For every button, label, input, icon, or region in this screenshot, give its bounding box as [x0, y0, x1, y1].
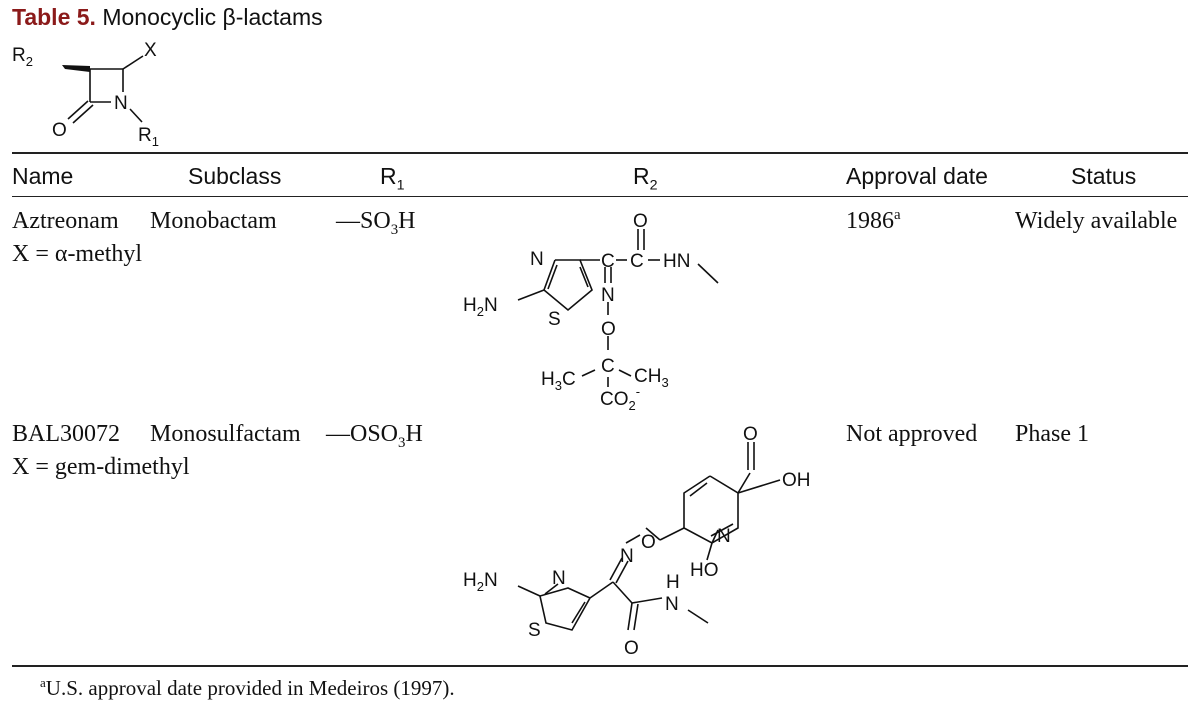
amino-bond — [517, 289, 545, 301]
row-bal30072-r1: —OSO3H — [326, 421, 423, 451]
o-label: O — [52, 120, 67, 141]
table-top-rule — [12, 152, 1188, 154]
ho-label: HO — [690, 560, 719, 581]
table-caption: Table 5. Monocyclic β-lactams — [12, 4, 323, 31]
row-bal30072-x-def: X = gem-dimethyl — [12, 454, 190, 480]
carbonyl-o-label: O — [633, 211, 648, 232]
n-methyl-bond — [687, 609, 709, 624]
row-aztreonam-status: Widely available — [1015, 208, 1178, 234]
methyl-bond — [581, 369, 596, 377]
c-label: C — [601, 251, 615, 272]
amide-n-label: N — [665, 594, 679, 615]
ring-n-bond — [711, 529, 719, 544]
amide-co-bond — [627, 602, 633, 631]
oxime-double-bond — [609, 557, 623, 581]
ch2-o-bond — [645, 527, 661, 541]
carbonyl-bond — [72, 104, 94, 124]
caption-label: Table 5. — [12, 4, 96, 30]
oxime-n-label: N — [601, 285, 615, 306]
table-footnote: aU.S. approval date provided in Medeiros… — [40, 675, 455, 700]
co2-label: CO2- — [600, 384, 640, 413]
hn-label: HN — [663, 251, 690, 272]
oxime-n-label: N — [620, 546, 634, 567]
c2-label: C — [630, 251, 644, 272]
table-bottom-rule — [12, 665, 1188, 667]
ch2-bond — [659, 527, 685, 541]
header-r2: R2 — [633, 163, 658, 194]
ring-double-bond — [689, 482, 708, 497]
thiazole-double-bond — [544, 583, 559, 595]
wedge-bond — [62, 65, 90, 72]
oxime-double-bond — [615, 560, 629, 584]
methyl-bond — [618, 369, 632, 377]
ring-to-ketone — [737, 472, 751, 494]
ketone-o-label: O — [743, 424, 758, 445]
h2n-label: H2N — [463, 295, 498, 319]
row-aztreonam-subclass: Monobactam — [150, 208, 277, 234]
amide-co-bond — [633, 603, 639, 631]
thiazole-ring — [543, 259, 593, 312]
row-bal30072-name: BAL30072 — [12, 421, 120, 447]
amide-o-label: O — [624, 638, 639, 659]
amide-h-label: H — [666, 572, 680, 593]
header-r1: R1 — [380, 163, 405, 194]
c-thiazole-bond — [589, 581, 614, 599]
amide-n-bond — [631, 597, 663, 604]
table-header-rule — [12, 196, 1188, 197]
h2n-label: H2N — [463, 570, 498, 594]
beta-lactam-core-structure: R2 X N O R1 — [12, 40, 159, 149]
ring-n-label: N — [717, 526, 731, 547]
header-name: Name — [12, 163, 74, 189]
row-bal30072-subclass: Monosulfactam — [150, 421, 301, 447]
header-subclass: Subclass — [188, 163, 282, 189]
r1-bond — [129, 108, 143, 123]
oh-label: OH — [782, 470, 811, 491]
thiazole-double-bond — [547, 264, 558, 290]
ch3-label: CH3 — [634, 366, 669, 390]
n-label: N — [114, 93, 128, 114]
c-amide-bond — [612, 581, 633, 604]
row-aztreonam-name: Aztreonam — [12, 208, 119, 234]
thiazole-n-label: N — [552, 568, 566, 589]
thiazole-double-bond — [579, 266, 589, 288]
header-status: Status — [1071, 163, 1137, 189]
thiazole-s-label: S — [528, 620, 541, 641]
thiazole-s-label: S — [548, 309, 561, 330]
bal30072-r2-structure: O OH N O N HO H2N N S H N O — [463, 424, 811, 659]
thiazole-double-bond — [571, 601, 586, 624]
thiazole-ring — [539, 587, 591, 631]
oxime-o-label: O — [601, 319, 616, 340]
quaternary-c-label: C — [601, 356, 615, 377]
n-oh-bond — [706, 542, 713, 561]
oxime-o-label: O — [641, 532, 656, 553]
hydroxy-bond — [737, 479, 781, 494]
row-aztreonam-approval: 1986a — [846, 207, 901, 234]
r1-label: R1 — [138, 125, 159, 149]
row-bal30072-approval: Not approved — [846, 421, 978, 447]
x-label: X — [144, 40, 157, 61]
n-methyl-bond — [697, 263, 719, 284]
x-bond — [122, 55, 144, 70]
row-aztreonam-r1: —SO3H — [336, 208, 416, 238]
h3c-label: H3C — [541, 369, 576, 393]
carbonyl-bond — [67, 100, 89, 120]
aztreonam-r2-structure: O N C C HN H2N S N O H3C C CH3 CO2- — [463, 211, 719, 413]
amino-bond — [517, 585, 541, 597]
thiazole-n-label: N — [530, 249, 544, 270]
ring-double-bond — [710, 523, 734, 537]
header-approval-date: Approval date — [846, 163, 988, 189]
row-aztreonam-x-def: X = α-methyl — [12, 241, 143, 267]
r2-label: R2 — [12, 45, 33, 69]
o-n-bond — [625, 534, 641, 544]
row-bal30072-status: Phase 1 — [1015, 421, 1089, 447]
caption-title: Monocyclic β-lactams — [102, 4, 323, 30]
